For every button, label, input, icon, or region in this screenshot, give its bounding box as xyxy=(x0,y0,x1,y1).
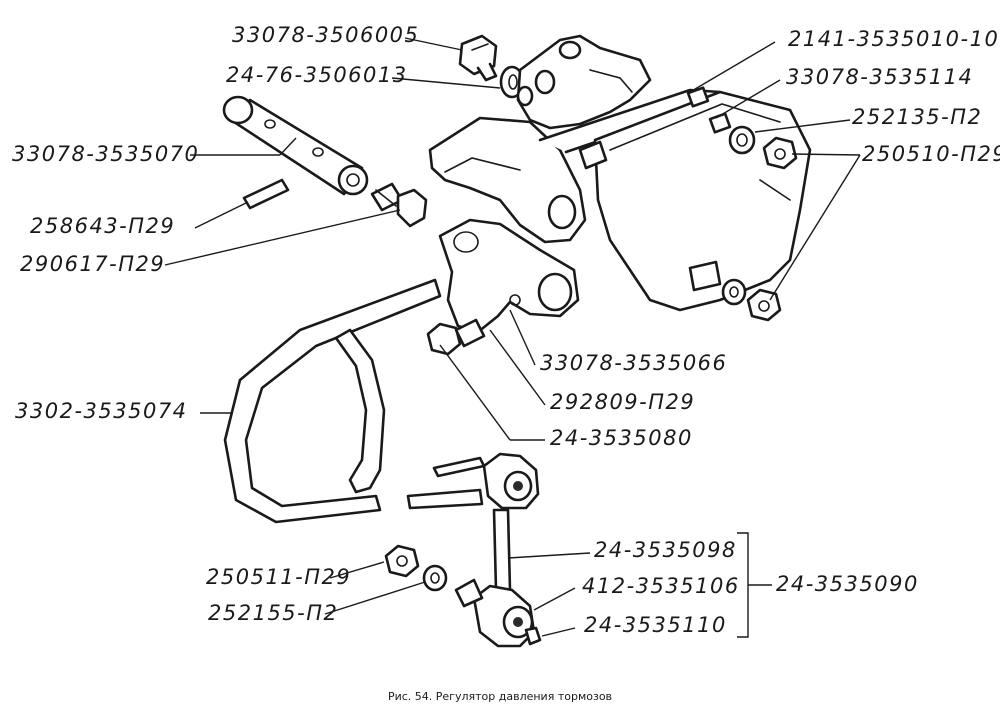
label-24-3535090: 24-3535090 xyxy=(776,572,919,596)
label-252135-p2: 252135-П2 xyxy=(852,105,982,129)
pin-258643-drawing xyxy=(242,178,290,210)
label-3302-3535074: 3302-3535074 xyxy=(15,399,188,423)
label-412-3535106: 412-3535106 xyxy=(582,574,740,598)
shaft-3535070-drawing xyxy=(222,95,369,196)
rod-assembly-drawing xyxy=(432,452,542,648)
label-2141-3535010-10: 2141-3535010-10 xyxy=(788,27,999,51)
label-33078-3535066: 33078-3535066 xyxy=(540,351,727,375)
label-24-3535098: 24-3535098 xyxy=(594,538,737,562)
label-33078-3506005: 33078-3506005 xyxy=(232,23,419,47)
label-33078-3535070: 33078-3535070 xyxy=(12,142,199,166)
nut-250510-lower-drawing xyxy=(746,288,782,322)
label-290617-p29: 290617-П29 xyxy=(20,252,165,276)
label-250511-p29: 250511-П29 xyxy=(206,565,351,589)
bolt-3506005-drawing xyxy=(458,34,498,82)
valve-body-drawing xyxy=(516,34,652,130)
label-24-76-3506013: 24-76-3506013 xyxy=(226,63,408,87)
spring-3302-3535074-drawing xyxy=(223,278,484,524)
lever-3535066-drawing xyxy=(438,218,580,334)
leader-lines xyxy=(164,37,861,638)
bracket-3535066-drawing xyxy=(428,88,722,244)
label-292809-p29: 292809-П29 xyxy=(550,390,695,414)
label-24-3535080: 24-3535080 xyxy=(550,426,693,450)
nut-250511-drawing xyxy=(384,544,420,578)
label-258643-p29: 258643-П29 xyxy=(30,214,175,238)
label-33078-3535114: 33078-3535114 xyxy=(786,65,973,89)
label-24-3535110: 24-3535110 xyxy=(584,613,727,637)
figure-caption: Рис. 54. Регулятор давления тормозов xyxy=(388,690,612,703)
washer-lower-drawing xyxy=(721,278,747,306)
washer-252135-drawing xyxy=(728,125,756,155)
nut-250510-upper-drawing xyxy=(762,136,798,170)
washer-252155-drawing xyxy=(422,564,448,592)
regulator-plate-drawing xyxy=(578,86,812,312)
bolt-3535080-drawing xyxy=(426,318,486,356)
bolt-290617-drawing xyxy=(370,182,428,228)
label-252155-p2: 252155-П2 xyxy=(208,601,338,625)
label-250510-p29: 250510-П29 xyxy=(862,142,1000,166)
